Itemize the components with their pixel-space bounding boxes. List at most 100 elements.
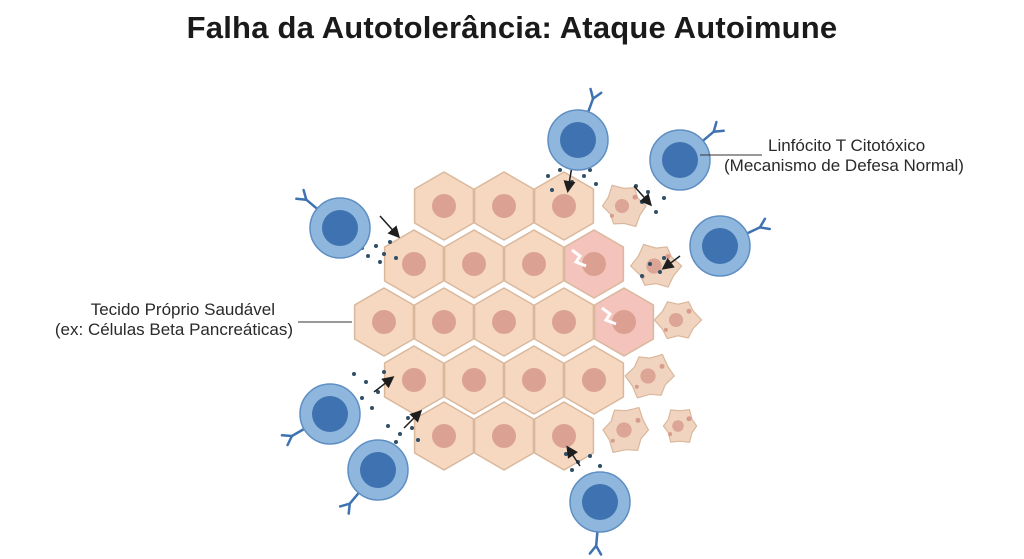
healthy-tissue-cell (473, 287, 535, 357)
membrane-rupture (571, 248, 587, 268)
apoptotic-fragment (609, 213, 614, 218)
granule-dot (582, 174, 586, 178)
granule-dot (382, 370, 386, 374)
healthy-tissue-cell (533, 401, 595, 471)
cell-nucleus (462, 368, 486, 392)
t-cell-nucleus (322, 210, 358, 246)
tcell-label: Linfócito T Citotóxico (Mecanismo de Def… (724, 136, 1016, 176)
cell-nucleus (492, 424, 516, 448)
granule-dot (410, 426, 414, 430)
apoptotic-cell (601, 184, 647, 228)
attack-arrow-icon (566, 445, 581, 467)
t-cells-group (280, 87, 771, 556)
healthy-tissue-cell (443, 229, 505, 299)
t-cell-nucleus (582, 484, 618, 520)
cell-nucleus (612, 310, 636, 334)
y-shaped-receptor-icon (280, 427, 306, 447)
healthy-tissue-cell (503, 345, 565, 415)
granule-dot (564, 452, 568, 456)
granule-dot (360, 396, 364, 400)
apoptotic-fragment (632, 194, 638, 200)
t-cell-nucleus (662, 142, 698, 178)
apoptotic-cell (653, 301, 703, 340)
t-cell (569, 471, 631, 556)
cell-nucleus (432, 424, 456, 448)
granule-dot (550, 188, 554, 192)
healthy-tissue-cell (353, 287, 415, 357)
cell-nucleus (552, 310, 576, 334)
granule-dot (594, 182, 598, 186)
cell-nucleus (582, 252, 606, 276)
fragmented-nucleus (614, 198, 630, 214)
cell-nucleus (432, 310, 456, 334)
cell-nucleus (552, 194, 576, 218)
healthy-tissue-cell (443, 345, 505, 415)
t-cell (547, 87, 609, 171)
cell-nucleus (402, 368, 426, 392)
healthy-tissue-cell (473, 171, 535, 241)
cell-nucleus (552, 424, 576, 448)
healthy-tissue-cell (383, 229, 445, 299)
membrane-rupture (601, 306, 617, 326)
damaged-tissue-cell (593, 287, 655, 357)
granule-dot (546, 174, 550, 178)
apoptotic-fragment (686, 416, 692, 422)
y-shaped-receptor-icon (701, 120, 725, 142)
apoptotic-fragment (659, 363, 665, 369)
y-shaped-receptor-icon (588, 530, 603, 556)
damaged-tissue-cell (563, 229, 625, 299)
attack-arrow-icon (373, 376, 395, 393)
granule-dot (376, 390, 380, 394)
attack-arrow-icon (661, 255, 681, 270)
granule-dot (640, 200, 644, 204)
granule-dot (352, 372, 356, 376)
healthy-tissue-cell (413, 401, 475, 471)
fragmented-nucleus (668, 312, 684, 328)
apoptotic-fragment (610, 438, 615, 443)
cell-nucleus (402, 252, 426, 276)
t-cell-nucleus (702, 228, 738, 264)
granule-dot (588, 454, 592, 458)
t-cell (338, 439, 409, 515)
healthy-tissue-cell (533, 287, 595, 357)
cell-nucleus (372, 310, 396, 334)
granule-dot (374, 244, 378, 248)
healthy-tissue-cell (503, 229, 565, 299)
attack-arrow-icon (403, 409, 423, 429)
granule-dot (598, 464, 602, 468)
t-cell (295, 188, 371, 259)
granule-dot (662, 196, 666, 200)
attack-arrow-icon (633, 185, 652, 207)
apoptotic-fragment (635, 417, 641, 423)
granule-dot (658, 270, 662, 274)
granule-dot (364, 380, 368, 384)
y-shaped-receptor-icon (587, 87, 603, 114)
cell-nucleus (432, 194, 456, 218)
granule-dot (662, 256, 666, 260)
fragmented-nucleus (616, 422, 632, 438)
granule-dot (398, 432, 402, 436)
healthy-tissue-cell (383, 345, 445, 415)
granule-dot (654, 210, 658, 214)
apoptotic-fragment (668, 432, 673, 437)
tissue-label-line1: Tecido Próprio Saudável (90, 300, 275, 319)
tcell-label-line2: (Mecanismo de Defesa Normal) (724, 156, 964, 175)
granule-dot (416, 438, 420, 442)
y-shaped-receptor-icon (745, 217, 771, 235)
apoptotic-cell (602, 406, 650, 454)
tissue-label: Tecido Próprio Saudável (ex: Células Bet… (0, 300, 293, 340)
healthy-tissue-cell (413, 171, 475, 241)
granule-dot (366, 254, 370, 258)
healthy-tissue-cluster (353, 171, 655, 471)
granule-dot (370, 406, 374, 410)
apoptotic-fragment (686, 308, 692, 314)
apoptotic-cell (624, 353, 676, 399)
tissue-label-line2: (ex: Células Beta Pancreáticas) (54, 320, 293, 339)
granule-dot (394, 440, 398, 444)
granule-dot (382, 252, 386, 256)
y-shaped-receptor-icon (338, 491, 360, 515)
granule-dot (570, 180, 574, 184)
y-shaped-receptor-icon (295, 188, 319, 210)
apoptotic-cell (662, 408, 698, 444)
